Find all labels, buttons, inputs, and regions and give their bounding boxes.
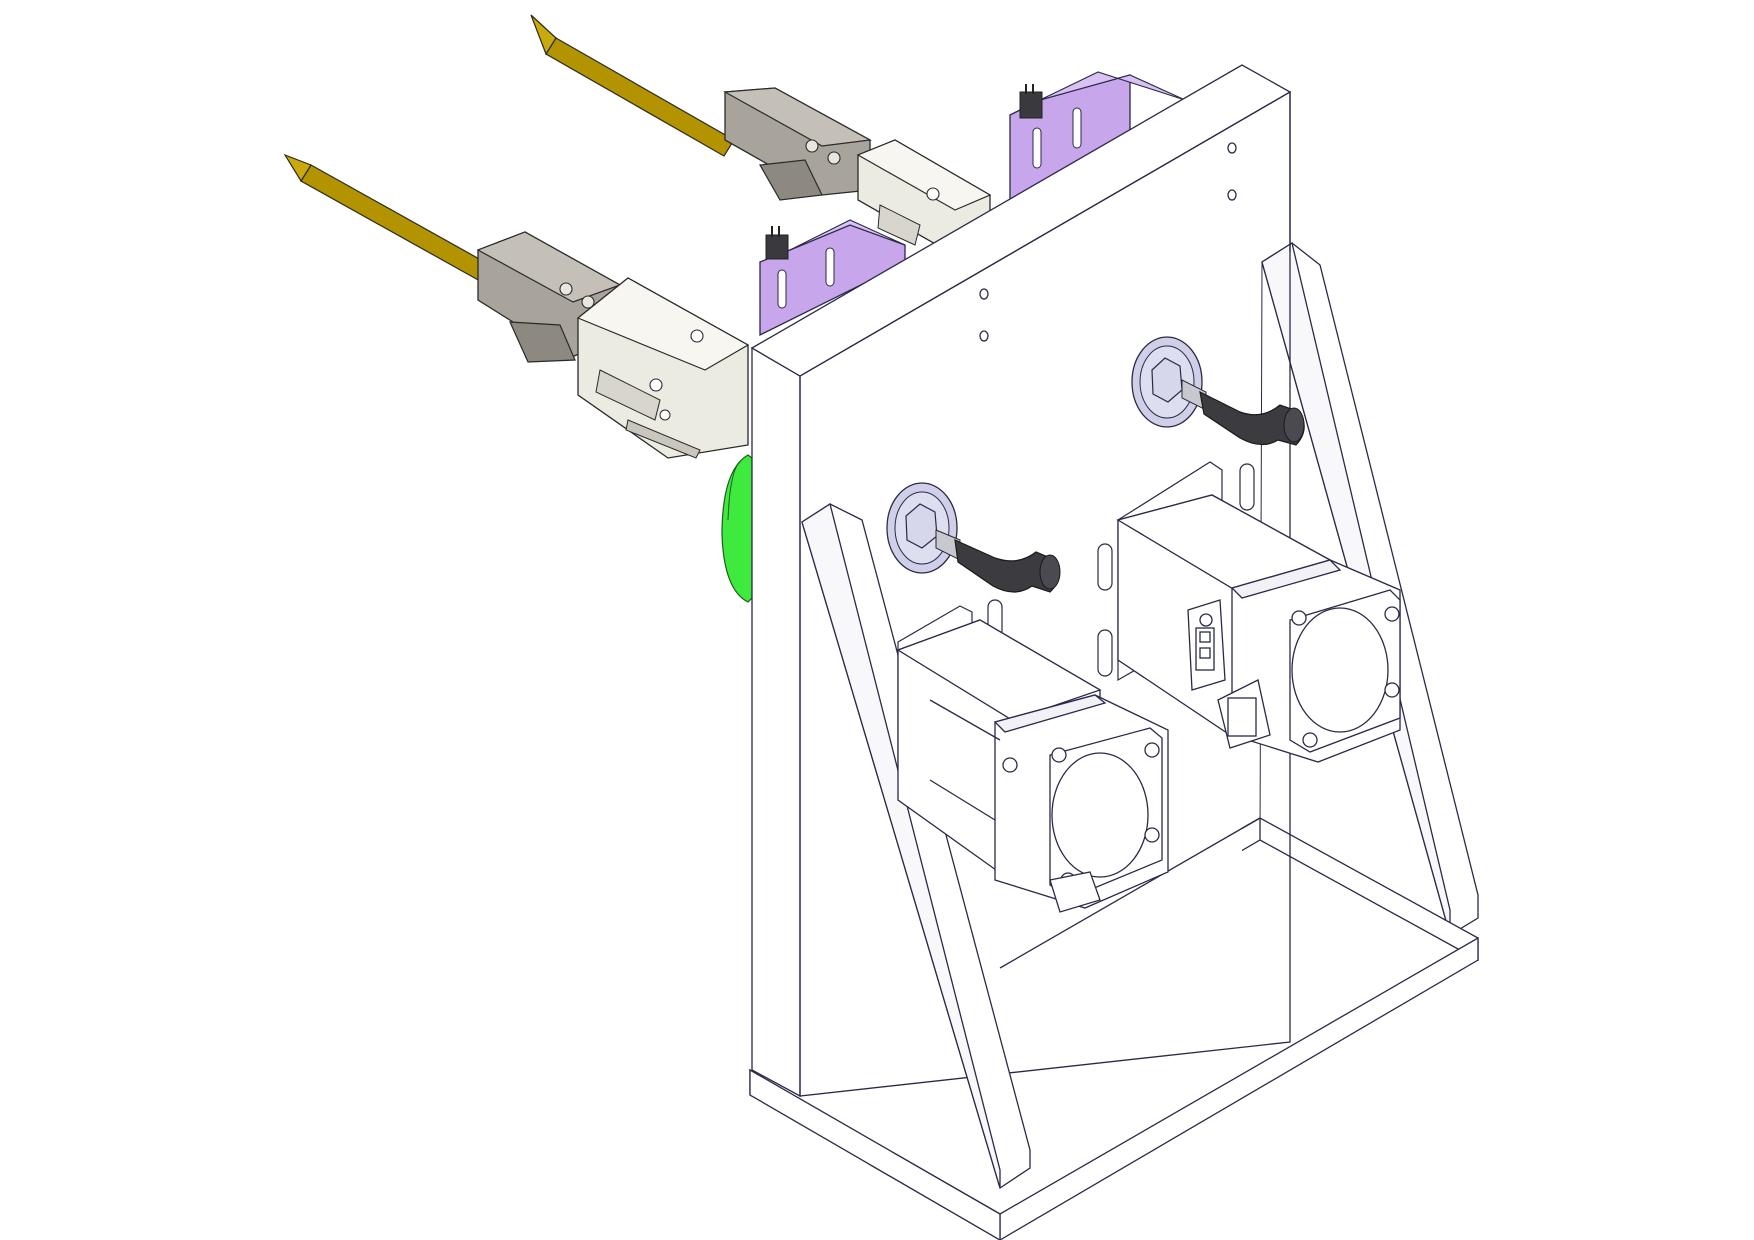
pin-rod-upper-tip: [530, 14, 557, 56]
rotary-disc-rim: [727, 461, 741, 521]
pin-rod-upper: [530, 14, 735, 157]
rotary-disc: [721, 454, 753, 603]
servo-motor-right: [1116, 494, 1401, 763]
front-foot: [749, 1068, 1001, 1240]
side-gusset-left-face: [801, 502, 1001, 1189]
back-plate-front: [799, 90, 1291, 1097]
pin-rod-lower-tip: [283, 153, 312, 183]
rotary-disc-face: [721, 454, 753, 603]
air-fitting-lower: [886, 482, 1061, 593]
back-plate-side: [751, 346, 801, 1098]
gripper-jaw-upper: [722, 87, 872, 201]
mounting-bracket-upper: [1009, 71, 1186, 201]
pneumatic-gripper-lower: [576, 277, 750, 459]
air-fitting-upper: [1131, 336, 1305, 446]
mounting-bracket-lower: [759, 219, 906, 337]
pin-rod-upper-shaft: [545, 37, 735, 157]
servo-motor-left: [896, 619, 1169, 913]
pin-rod-lower-shaft: [300, 164, 491, 282]
pin-rod-lower: [283, 153, 491, 282]
